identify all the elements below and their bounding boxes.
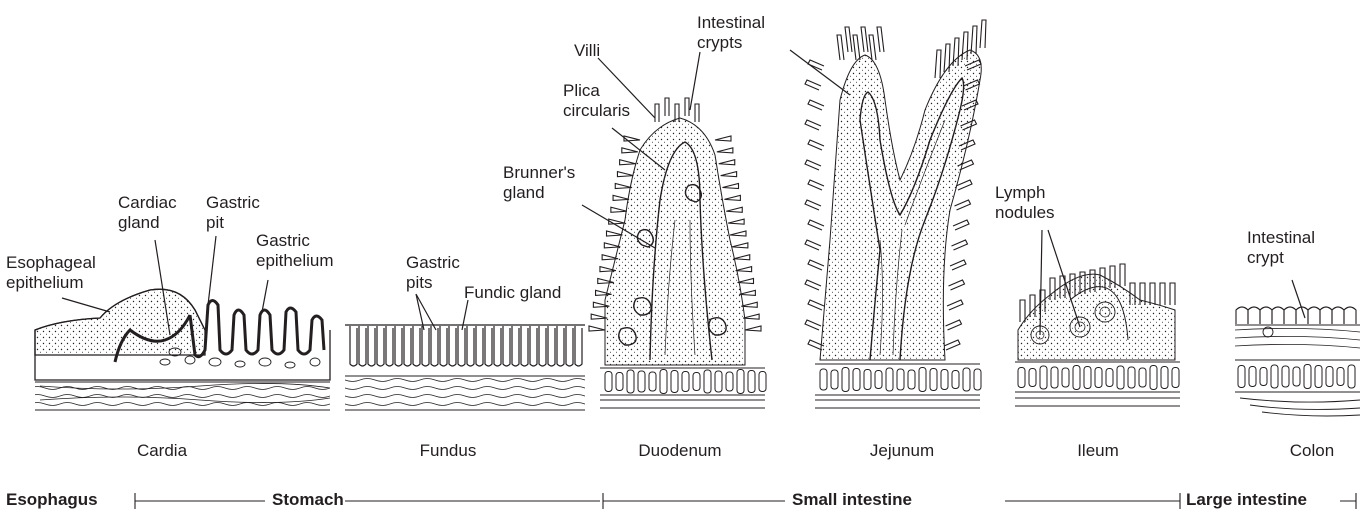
label-cardiac-gland: Cardiac gland <box>118 193 177 233</box>
region-small-intestine: Small intestine <box>792 490 912 510</box>
colon-section-drawing <box>1235 307 1360 416</box>
region-large-intestine: Large intestine <box>1186 490 1307 510</box>
label-intestinal-crypts: Intestinal crypts <box>697 13 765 53</box>
label-brunners-gland: Brunner's gland <box>503 163 575 203</box>
section-name-colon: Colon <box>1262 441 1362 461</box>
label-esophageal-epithelium: Esophageal epithelium <box>6 253 96 293</box>
section-name-jejunum: Jejunum <box>852 441 952 461</box>
label-intestinal-crypt: Intestinal crypt <box>1247 228 1315 268</box>
section-name-duodenum: Duodenum <box>620 441 740 461</box>
region-esophagus: Esophagus <box>6 490 98 510</box>
cardia-section-drawing <box>35 289 330 410</box>
label-fundic-gland: Fundic gland <box>464 283 561 303</box>
section-name-cardia: Cardia <box>112 441 212 461</box>
label-villi: Villi <box>574 41 600 61</box>
fundus-section-drawing <box>345 325 585 410</box>
label-gastric-pit: Gastric pit <box>206 193 260 233</box>
section-name-fundus: Fundus <box>398 441 498 461</box>
label-gastric-pits: Gastric pits <box>406 253 460 293</box>
region-stomach: Stomach <box>272 490 344 510</box>
section-name-ileum: Ileum <box>1048 441 1148 461</box>
label-lymph-nodules: Lymph nodules <box>995 183 1055 223</box>
ileum-section-drawing <box>1015 264 1180 406</box>
jejunum-section-drawing <box>805 20 986 408</box>
label-plica-circularis: Plica circularis <box>563 81 630 121</box>
label-gastric-epithelium: Gastric epithelium <box>256 231 334 271</box>
duodenum-section-drawing <box>589 98 766 408</box>
